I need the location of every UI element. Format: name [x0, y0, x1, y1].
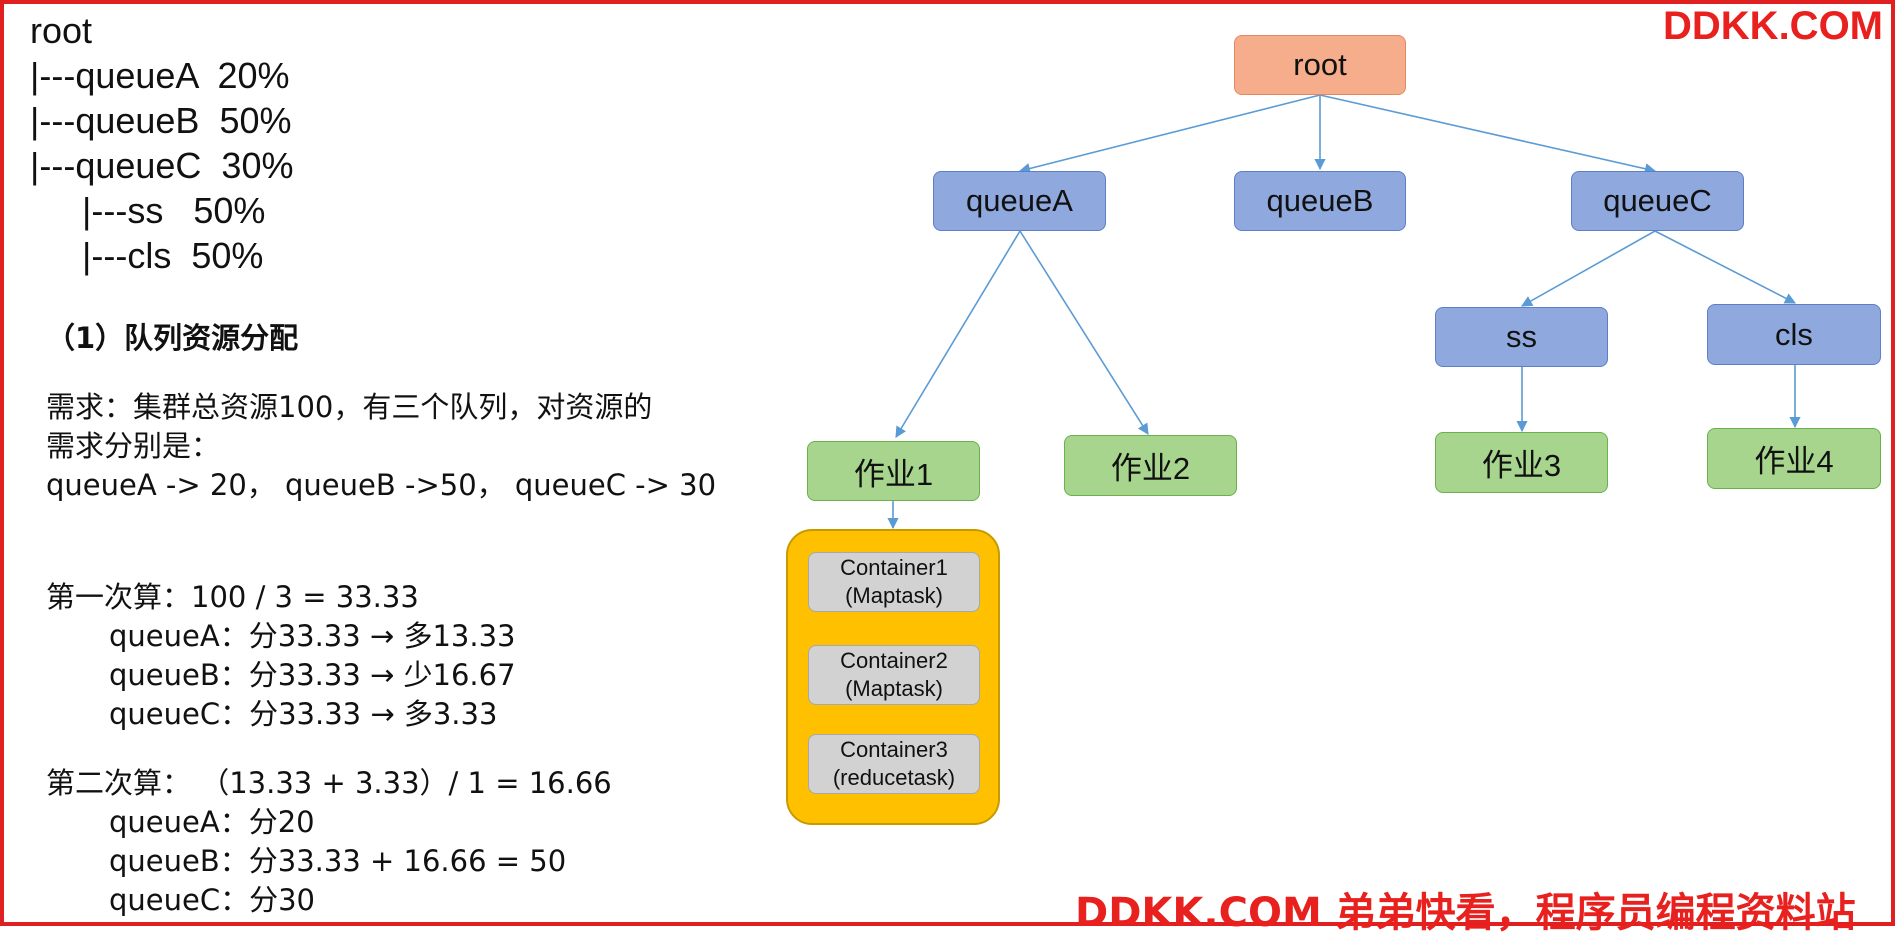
edge-queueA-job2: [1019, 230, 1149, 435]
node-ss: ss: [1435, 307, 1608, 367]
first-calculation: 第一次算：100 / 3 = 33.33 queueA：分33.33 → 多13…: [46, 578, 516, 734]
edge-queueC-cls: [1654, 230, 1796, 304]
tree-line-cls: |---cls 50%: [82, 235, 264, 276]
container-2: Container2 (Maptask): [808, 645, 980, 705]
edge-root-queueA: [1018, 94, 1321, 174]
tree-line-queueA: |---queueA 20%: [30, 55, 290, 96]
requirement-line-2: 需求分别是：: [46, 429, 221, 463]
second-calc-queueC: queueC：分30: [109, 883, 316, 917]
first-calc-queueB: queueB：分33.33 → 少16.67: [109, 658, 516, 692]
edge-queueC-ss: [1521, 230, 1656, 307]
watermark-bottom: DDKK.COM 弟弟快看，程序员编程资料站: [1075, 890, 1856, 936]
node-job3: 作业3: [1435, 432, 1608, 493]
container-3-task: (reducetask): [832, 765, 956, 790]
container-1-task: (Maptask): [845, 583, 943, 608]
first-calc-queueC: queueC：分33.33 → 多3.33: [109, 697, 498, 731]
queue-tree-text: root |---queueA 20% |---queueB 50% |---q…: [30, 8, 293, 278]
node-root: root: [1234, 35, 1406, 95]
container-3-name: Container3: [840, 737, 948, 762]
node-queueB: queueB: [1234, 171, 1406, 231]
node-cls: cls: [1707, 304, 1881, 365]
watermark-top: DDKK.COM: [1663, 4, 1883, 48]
tree-line-queueB: |---queueB 50%: [30, 100, 292, 141]
second-calculation: 第二次算： （13.33 + 3.33）/ 1 = 16.66 queueA：分…: [46, 764, 612, 920]
container-2-name: Container2: [840, 648, 948, 673]
tree-line-root: root: [30, 10, 93, 51]
node-job2: 作业2: [1064, 435, 1237, 496]
second-calc-queueA: queueA：分20: [109, 805, 315, 839]
node-queueA: queueA: [933, 171, 1106, 231]
first-calc-title: 第一次算：100 / 3 = 33.33: [46, 580, 419, 614]
tree-line-queueC: |---queueC 30%: [30, 145, 294, 186]
requirement-line-3: queueA -> 20， queueB ->50， queueC -> 30: [46, 468, 717, 502]
node-job1: 作业1: [807, 441, 980, 501]
requirement-line-1: 需求：集群总资源100，有三个队列，对资源的: [46, 390, 653, 424]
tree-line-ss: |---ss 50%: [82, 190, 266, 231]
second-calc-queueB: queueB：分33.33 + 16.66 = 50: [109, 844, 567, 878]
second-calc-title: 第二次算： （13.33 + 3.33）/ 1 = 16.66: [46, 766, 612, 800]
container-2-task: (Maptask): [845, 676, 943, 701]
requirement-text: 需求：集群总资源100，有三个队列，对资源的 需求分别是： queueA -> …: [46, 388, 716, 505]
edge-queueA-job1: [895, 230, 1021, 438]
section-heading: （1）队列资源分配: [46, 321, 299, 355]
first-calc-queueA: queueA：分33.33 → 多13.33: [109, 619, 516, 653]
container-group: Container1 (Maptask) Container2 (Maptask…: [786, 529, 1000, 825]
container-1-name: Container1: [840, 555, 948, 580]
node-queueC: queueC: [1571, 171, 1744, 231]
node-job4: 作业4: [1707, 428, 1881, 489]
edge-root-queueC: [1319, 94, 1657, 175]
container-1: Container1 (Maptask): [808, 552, 980, 612]
container-3: Container3 (reducetask): [808, 734, 980, 794]
